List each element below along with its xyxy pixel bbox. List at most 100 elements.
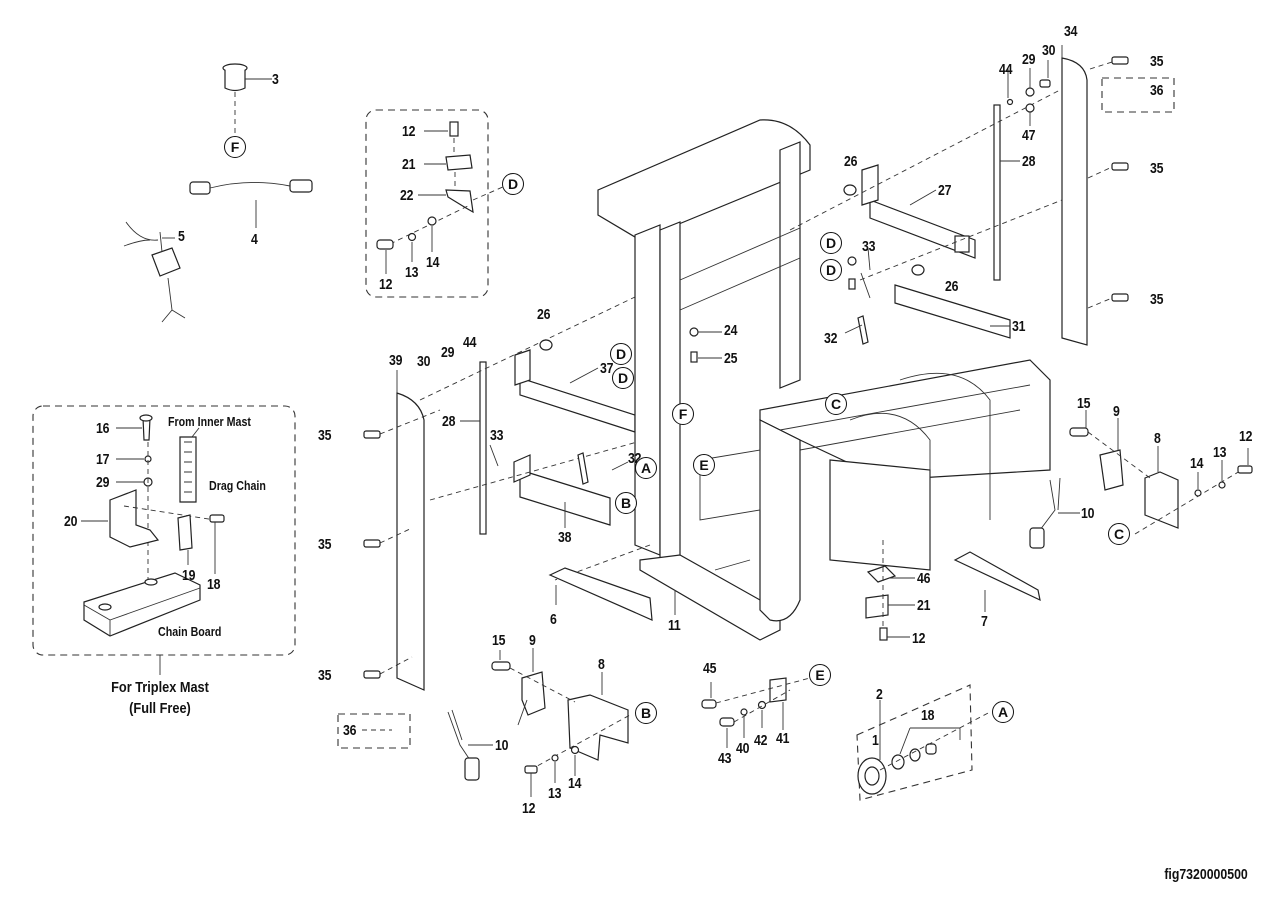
callout-36: 36	[343, 722, 357, 739]
ref-marker-a: A	[635, 457, 657, 479]
callout-26: 26	[537, 306, 551, 323]
part-7-plate	[953, 551, 1041, 602]
callout-30: 30	[1042, 42, 1056, 59]
inset-bracket-d-parts	[376, 121, 506, 274]
callout-35: 35	[1150, 160, 1164, 177]
caption-full-free: (Full Free)	[129, 700, 191, 717]
callout-21: 21	[402, 156, 416, 173]
callout-28: 28	[442, 413, 456, 430]
callout-26: 26	[945, 278, 959, 295]
parts-46-21-12-lower	[865, 540, 915, 641]
callout-35: 35	[318, 667, 332, 684]
callout-22: 22	[400, 187, 414, 204]
callout-29: 29	[96, 474, 110, 491]
callout-13: 13	[1213, 444, 1227, 461]
part-5-relay	[123, 221, 186, 323]
inset-36-box	[337, 713, 411, 749]
ref-marker-c: C	[825, 393, 847, 415]
callout-19: 19	[182, 567, 196, 584]
callout-37: 37	[600, 360, 614, 377]
callout-12: 12	[379, 276, 393, 293]
fasteners-top-right	[1006, 60, 1051, 126]
callout-9: 9	[529, 632, 536, 649]
ref-marker-d: D	[502, 173, 524, 195]
ref-marker-e: E	[809, 664, 831, 686]
callout-8: 8	[598, 656, 605, 673]
callout-32: 32	[824, 330, 838, 347]
ref-marker-f: F	[224, 136, 246, 158]
callout-7: 7	[981, 613, 988, 630]
label-drag-chain: Drag Chain	[209, 478, 266, 493]
part-37-38-brackets	[419, 284, 681, 528]
callout-11: 11	[668, 617, 681, 634]
callout-12: 12	[402, 123, 416, 140]
callout-3: 3	[272, 71, 279, 88]
ref-marker-e: E	[693, 454, 715, 476]
callout-42: 42	[754, 732, 768, 749]
part-6-plate	[548, 567, 653, 621]
callout-33: 33	[862, 238, 876, 255]
callout-14: 14	[1190, 455, 1204, 472]
callout-21: 21	[917, 597, 931, 614]
callout-43: 43	[718, 750, 732, 767]
callout-25: 25	[724, 350, 738, 367]
callout-13: 13	[548, 785, 562, 802]
callout-30: 30	[417, 353, 431, 370]
callout-38: 38	[558, 529, 572, 546]
callout-44: 44	[999, 61, 1013, 78]
callout-40: 40	[736, 740, 750, 757]
ref-marker-d: D	[612, 367, 634, 389]
callout-35: 35	[1150, 53, 1164, 70]
inset-roller-box	[856, 684, 973, 801]
callout-46: 46	[917, 570, 931, 587]
callout-44: 44	[463, 334, 477, 351]
callout-26: 26	[844, 153, 858, 170]
ref-marker-a: A	[992, 701, 1014, 723]
figure-id: fig7320000500	[1164, 866, 1248, 883]
callout-18: 18	[921, 707, 935, 724]
callout-24: 24	[724, 322, 738, 339]
part-34-side-plate	[1061, 45, 1129, 346]
callout-4: 4	[251, 231, 258, 248]
callout-16: 16	[96, 420, 110, 437]
callout-12: 12	[1239, 428, 1253, 445]
callout-41: 41	[776, 730, 790, 747]
caption-triplex-mast: For Triplex Mast	[111, 679, 209, 696]
callout-10: 10	[495, 737, 509, 754]
ref-marker-c: C	[1108, 523, 1130, 545]
callout-5: 5	[178, 228, 185, 245]
part-4-harness	[189, 179, 313, 228]
ref-marker-b: B	[635, 702, 657, 724]
callout-35: 35	[318, 427, 332, 444]
roller-parts	[857, 700, 991, 795]
callout-20: 20	[64, 513, 78, 530]
ref-marker-f: F	[672, 403, 694, 425]
part-group-e-fasteners	[701, 677, 811, 748]
callout-8: 8	[1154, 430, 1161, 447]
callout-35: 35	[1150, 291, 1164, 308]
ref-marker-b: B	[615, 492, 637, 514]
callout-35: 35	[318, 536, 332, 553]
callout-13: 13	[405, 264, 419, 281]
callout-47: 47	[1022, 127, 1036, 144]
lower-switch-assembly-b	[447, 648, 631, 797]
ref-marker-d: D	[820, 232, 842, 254]
callout-18: 18	[207, 576, 221, 593]
callout-17: 17	[96, 451, 110, 468]
callout-12: 12	[522, 800, 536, 817]
callout-2: 2	[876, 686, 883, 703]
callout-31: 31	[1012, 318, 1026, 335]
callout-33: 33	[490, 427, 504, 444]
part-28-rod-left	[479, 361, 487, 535]
callout-29: 29	[441, 344, 455, 361]
callout-10: 10	[1081, 505, 1095, 522]
callout-15: 15	[492, 632, 506, 649]
right-switch-assembly-c	[1029, 410, 1253, 549]
callout-34: 34	[1064, 23, 1078, 40]
callout-12: 12	[912, 630, 926, 647]
label-chain-board: Chain Board	[158, 624, 222, 639]
callout-29: 29	[1022, 51, 1036, 68]
callout-36: 36	[1150, 82, 1164, 99]
inset-36-right-box	[1101, 77, 1175, 113]
